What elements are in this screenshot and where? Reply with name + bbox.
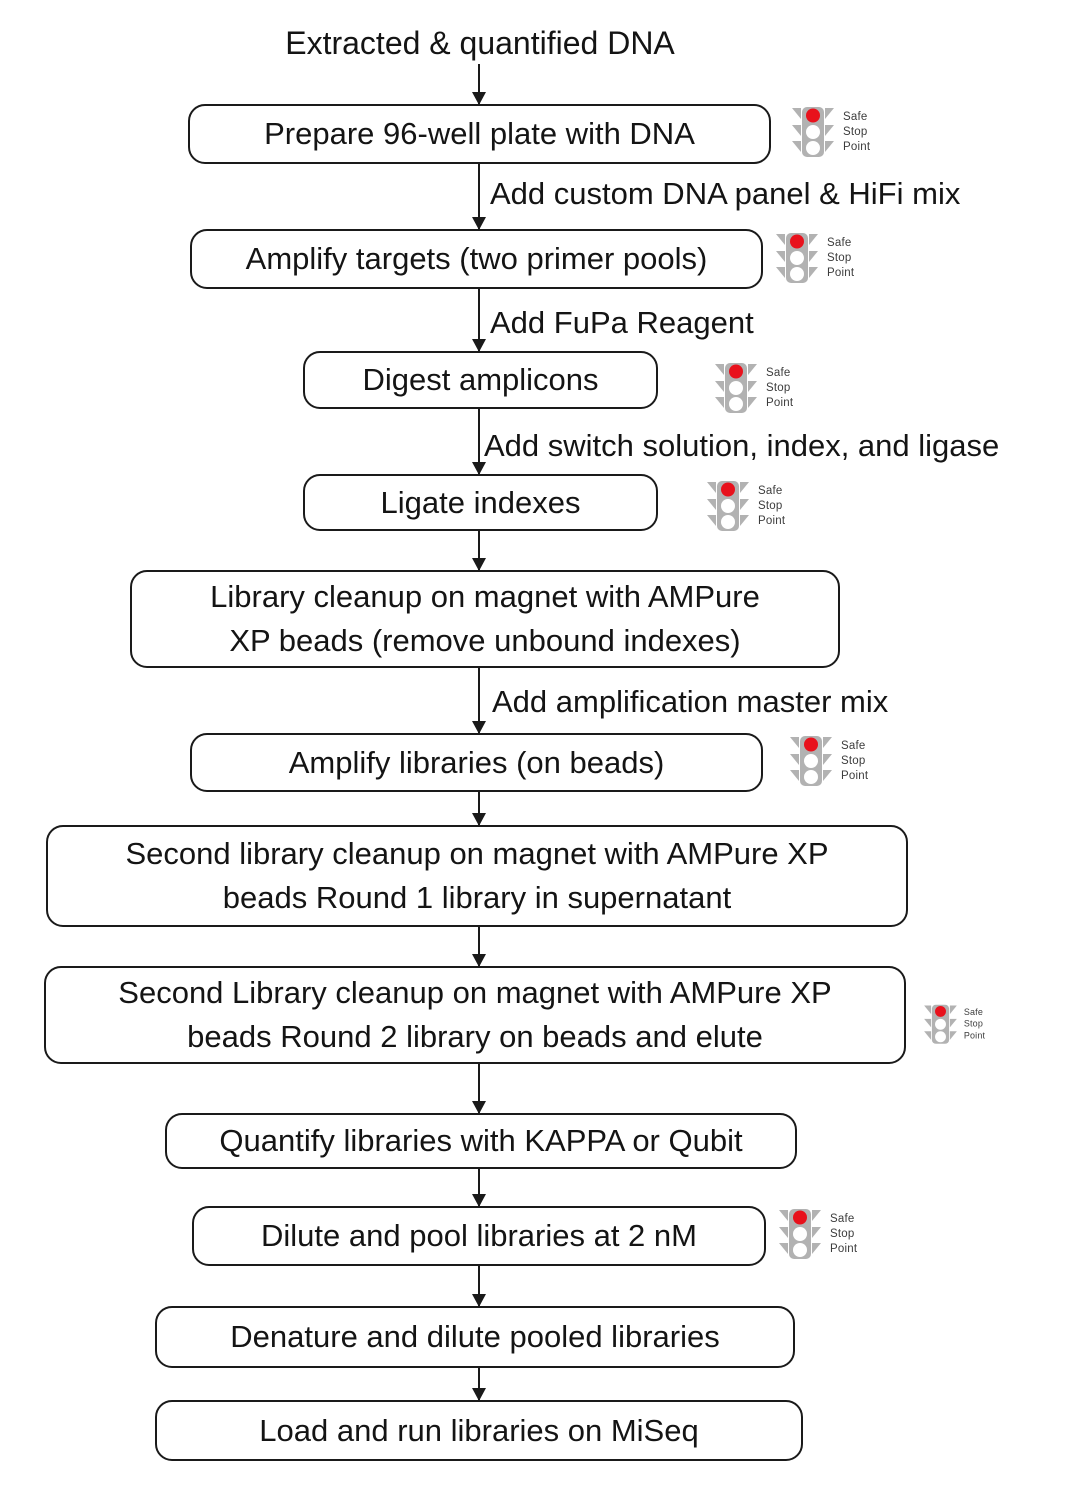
step-label: Amplify targets (two primer pools) xyxy=(245,241,708,276)
step-label: Amplify libraries (on beads) xyxy=(288,744,665,780)
safe-stop-point-indicator: Safe Stop Point xyxy=(786,735,868,787)
flow-step-load-run-miseq: Load and run libraries on MiSeq xyxy=(155,1400,803,1461)
edge-label-add-amplification-mix: Add amplification master mix xyxy=(492,684,889,719)
step-label: Denature and dilute pooled libraries xyxy=(230,1319,720,1354)
safe-stop-point-indicator: Safe Stop Point xyxy=(775,1208,857,1260)
flow-step-digest-amplicons: Digest amplicons xyxy=(303,351,658,409)
traffic-light-icon xyxy=(707,481,749,531)
flow-step-amplify-libraries: Amplify libraries (on beads) xyxy=(190,733,763,792)
flow-arrow xyxy=(478,531,480,570)
flow-arrow xyxy=(478,1169,480,1206)
flow-step-amplify-targets: Amplify targets (two primer pools) xyxy=(190,229,763,289)
flow-step-prepare-plate: Prepare 96-well plate with DNA xyxy=(188,104,771,164)
flow-arrow xyxy=(478,1064,480,1113)
diagram-title: Extracted & quantified DNA xyxy=(285,25,675,61)
safe-stop-point-indicator: Safe Stop Point xyxy=(788,106,870,158)
edge-label-add-panel-hifi: Add custom DNA panel & HiFi mix xyxy=(490,176,961,211)
safe-stop-point-indicator: Safe Stop Point xyxy=(921,1004,985,1045)
traffic-light-icon xyxy=(715,363,757,413)
traffic-light-icon xyxy=(779,1209,821,1259)
step-label: Prepare 96-well plate with DNA xyxy=(264,116,695,151)
safe-stop-point-label: Safe Stop Point xyxy=(766,366,794,409)
flow-step-quantify-libraries: Quantify libraries with KAPPA or Qubit xyxy=(165,1113,797,1169)
step-label-line2: XP beads (remove unbound indexes) xyxy=(229,623,741,658)
traffic-light-icon xyxy=(792,107,834,157)
safe-stop-point-indicator: Safe Stop Point xyxy=(711,362,793,414)
step-label-line2: beads Round 1 library in supernatant xyxy=(222,880,732,915)
step-label-line1: Second Library cleanup on magnet with AM… xyxy=(118,975,832,1010)
step-label-line2: beads Round 2 library on beads and elute xyxy=(187,1019,763,1054)
flow-arrow xyxy=(478,409,480,474)
flow-arrow xyxy=(478,1266,480,1306)
traffic-light-icon xyxy=(924,1004,957,1044)
traffic-light-icon xyxy=(790,736,832,786)
step-label: Dilute and pool libraries at 2 nM xyxy=(261,1218,697,1253)
step-label: Load and run libraries on MiSeq xyxy=(259,1412,699,1448)
flow-arrow xyxy=(478,64,480,104)
safe-stop-point-label: Safe Stop Point xyxy=(830,1212,858,1255)
edge-label-add-fupa: Add FuPa Reagent xyxy=(490,305,754,340)
step-label-line1: Library cleanup on magnet with AMPure xyxy=(210,579,760,614)
safe-stop-point-label: Safe Stop Point xyxy=(758,484,786,527)
flow-step-second-cleanup-round1: Second library cleanup on magnet with AM… xyxy=(46,825,908,927)
flow-arrow xyxy=(478,927,480,966)
step-label: Quantify libraries with KAPPA or Qubit xyxy=(219,1123,743,1158)
flow-arrow xyxy=(478,1368,480,1400)
safe-stop-point-label: Safe Stop Point xyxy=(827,236,855,279)
step-label: Digest amplicons xyxy=(362,362,599,397)
step-label: Ligate indexes xyxy=(380,484,581,520)
edge-label-add-switch-index-ligase: Add switch solution, index, and ligase xyxy=(484,428,1000,463)
flow-arrow xyxy=(478,792,480,825)
flow-step-denature-dilute: Denature and dilute pooled libraries xyxy=(155,1306,795,1368)
flow-step-dilute-pool-libraries: Dilute and pool libraries at 2 nM xyxy=(192,1206,766,1266)
flow-arrow xyxy=(478,668,480,733)
safe-stop-point-indicator: Safe Stop Point xyxy=(772,232,854,284)
safe-stop-point-label: Safe Stop Point xyxy=(841,739,869,782)
safe-stop-point-label: Safe Stop Point xyxy=(963,1007,986,1041)
traffic-light-icon xyxy=(776,233,818,283)
flow-arrow xyxy=(478,289,480,351)
step-label-line1: Second library cleanup on magnet with AM… xyxy=(125,836,829,871)
flow-arrow xyxy=(478,164,480,229)
flow-step-library-cleanup: Library cleanup on magnet with AMPure XP… xyxy=(130,570,840,668)
flow-step-second-cleanup-round2: Second Library cleanup on magnet with AM… xyxy=(44,966,906,1064)
safe-stop-point-indicator: Safe Stop Point xyxy=(703,480,785,532)
flow-step-ligate-indexes: Ligate indexes xyxy=(303,474,658,531)
safe-stop-point-label: Safe Stop Point xyxy=(843,110,871,153)
